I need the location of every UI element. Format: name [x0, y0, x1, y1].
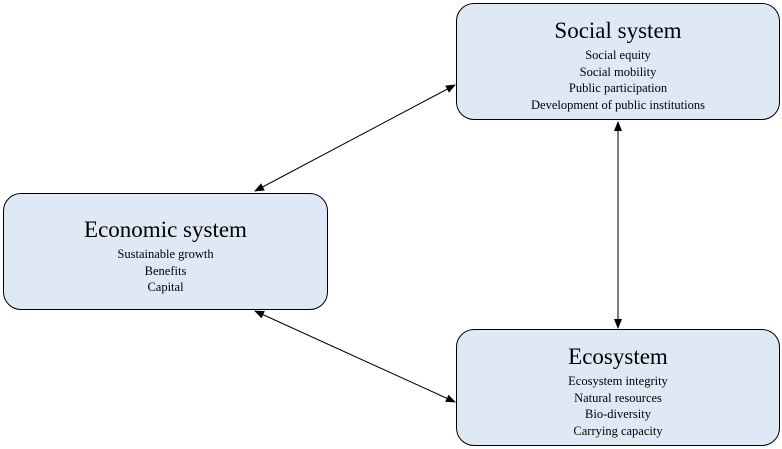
ecosystem-item: Carrying capacity [573, 423, 663, 438]
economic-system-item: Benefits [144, 263, 187, 278]
economic-system-item: Capital [147, 280, 184, 294]
social-system-title: Social system [554, 18, 682, 43]
edge-economic-eco [254, 310, 456, 403]
ecosystem-item: Natural resources [574, 390, 662, 405]
social-system-item: Social mobility [579, 64, 657, 79]
ecosystem-title: Ecosystem [568, 344, 668, 369]
social-system-box: Social system Social equity Social mobil… [456, 3, 780, 120]
social-system-items: Social equity Social mobility Public par… [457, 47, 779, 113]
edge-economic-social [254, 84, 456, 192]
social-system-item: Public participation [568, 81, 668, 95]
ecosystem-item: Bio-diversity [585, 407, 651, 421]
social-system-item: Development of public institutions [531, 97, 705, 112]
economic-system-item: Sustainable growth [117, 247, 214, 261]
economic-system-items: Sustainable growth Benefits Capital [4, 246, 327, 296]
ecosystem-item: Ecosystem integrity [568, 374, 668, 388]
ecosystem-box: Ecosystem Ecosystem integrity Natural re… [456, 329, 780, 446]
economic-system-title: Economic system [84, 217, 247, 242]
economic-system-box: Economic system Sustainable growth Benef… [3, 193, 328, 310]
ecosystem-items: Ecosystem integrity Natural resources Bi… [457, 373, 779, 439]
social-system-item: Social equity [585, 48, 651, 62]
